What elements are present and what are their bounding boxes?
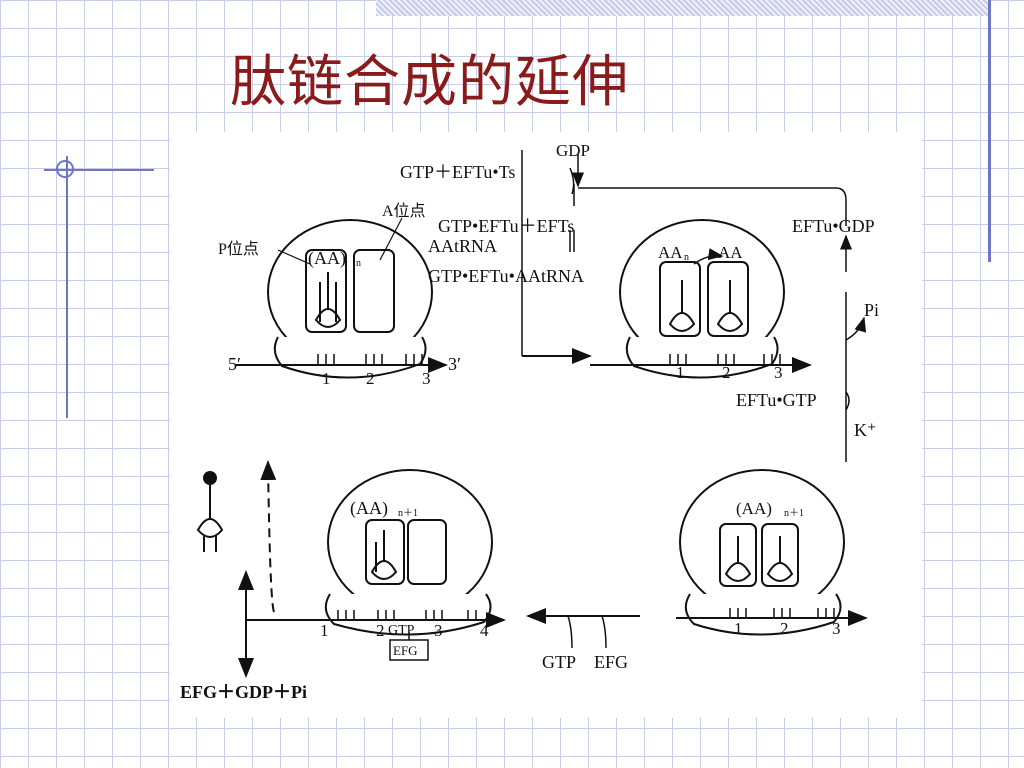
ribosome-3: [324, 469, 493, 636]
ribosome-2: [619, 219, 785, 379]
slide-title: 肽链合成的延伸: [230, 50, 629, 115]
label-aa-n1-r4: (AA): [736, 499, 772, 518]
codon-3-r4: 3: [832, 619, 841, 638]
codon-1-r1: 1: [322, 369, 331, 388]
codon-3-r2: 3: [774, 363, 783, 382]
label-aa-n1-r3: (AA): [350, 498, 388, 519]
label-efg-bottom: EFG: [594, 652, 628, 672]
label-three-prime: 3′: [448, 354, 461, 374]
label-five-prime: 5′: [228, 354, 241, 374]
label-aa: AA: [718, 243, 743, 262]
label-aa-n1-r4-subscript: n＋1: [784, 508, 804, 519]
label-aa-n1-r3-subscript: n＋1: [398, 508, 418, 519]
header-band: [376, 0, 990, 16]
codon-2-r2: 2: [722, 363, 731, 382]
left-accent-bar: [66, 156, 68, 418]
label-eftu-gtp: EFTu•GTP: [736, 390, 817, 410]
label-efg-box: EFG: [393, 643, 418, 658]
codon-2-r4: 2: [780, 619, 789, 638]
label-aa-n: (AA): [308, 248, 346, 269]
label-gtp-eftu-aatrna: GTP•EFTu•AAtRNA: [428, 266, 584, 286]
codon-1-r3: 1: [320, 621, 329, 640]
codon-3-r3: 3: [434, 621, 443, 640]
label-gdp: GDP: [556, 141, 590, 160]
codon-1-r4: 1: [734, 619, 743, 638]
codon-3-r1: 3: [422, 369, 431, 388]
label-gtp-eftu-efts: GTP•EFTu＋EFTs: [438, 216, 574, 236]
left-accent-line: [44, 169, 154, 171]
label-eftu-gdp: EFTu•GDP: [792, 216, 875, 236]
codon-2-r3: 2: [376, 621, 385, 640]
label-pi: Pi: [864, 300, 879, 320]
ribosome-4: [679, 469, 845, 636]
label-aa-n-short: AA: [658, 243, 683, 262]
elongation-diagram: GDP GTP＋EFTu•Ts GTP•EFTu＋EFTs AAtRNA GTP…: [170, 132, 922, 718]
left-accent-circle: [56, 160, 74, 178]
label-efg-gdp-pi: EFG＋GDP＋Pi: [180, 682, 307, 702]
label-p-site: P位点: [218, 240, 259, 258]
diagram-svg: GDP GTP＋EFTu•Ts GTP•EFTu＋EFTs AAtRNA GTP…: [180, 141, 879, 702]
right-accent-bar: [988, 0, 991, 262]
label-aa-n-subscript: n: [356, 258, 361, 269]
label-gtp-eftu-ts: GTP＋EFTu•Ts: [400, 162, 515, 182]
codon-4-r3: 4: [480, 621, 489, 640]
ribosome-1: [267, 219, 433, 379]
label-k-plus: K⁺: [854, 420, 877, 440]
codon-1-r2: 1: [676, 363, 685, 382]
label-gtp-r3: GTP: [388, 623, 415, 638]
label-aatrna: AAtRNA: [428, 236, 497, 256]
label-a-site: A位点: [382, 202, 426, 220]
label-gtp-bottom: GTP: [542, 652, 576, 672]
codon-2-r1: 2: [366, 369, 375, 388]
label-aa-n-short-subscript: n: [684, 252, 689, 263]
